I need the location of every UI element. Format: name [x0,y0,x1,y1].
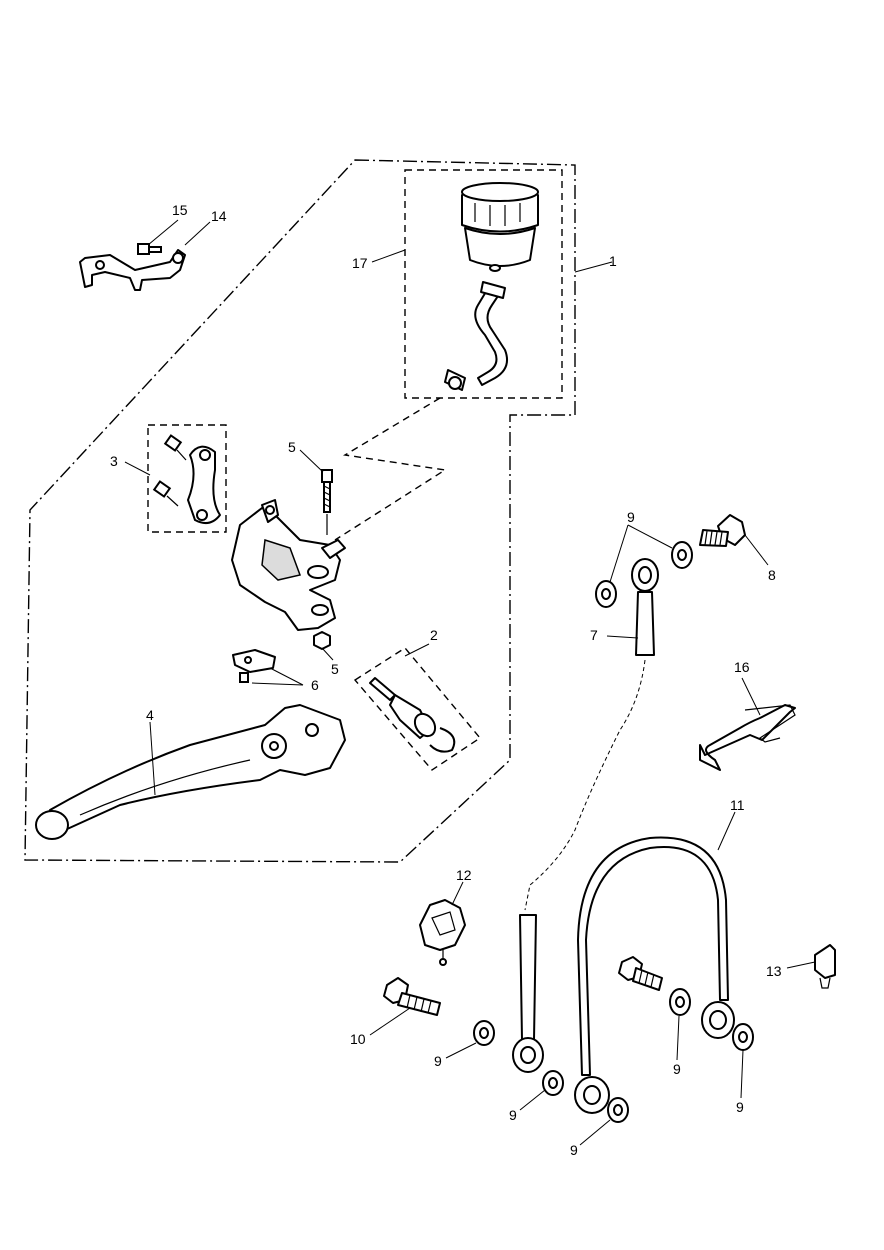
banjo-bolt-upper[interactable] [699,514,746,547]
callout-9-d: 9 [673,1061,681,1077]
sealing-washer-lower-d[interactable] [669,988,691,1016]
callout-9-top: 9 [627,509,635,525]
callout-9-e: 9 [736,1099,744,1115]
callout-8: 8 [768,567,776,583]
callout-17: 17 [352,255,368,271]
sealing-washer-lower-e[interactable] [732,1023,754,1051]
leader-lines [124,219,816,1146]
callout-11: 11 [730,797,745,813]
bracket-screw[interactable] [137,243,162,255]
brake-hose-middle[interactable] [512,914,544,1073]
clamp-subassembly-box [147,424,227,533]
brake-hose-lower[interactable] [574,836,735,1114]
clamp-screw-upper[interactable] [163,434,187,461]
callout-12: 12 [456,867,472,883]
sealing-washer-upper-right[interactable] [671,541,693,569]
master-cylinder-body[interactable] [231,499,346,631]
brake-lever[interactable] [35,704,346,840]
callout-14: 14 [211,208,227,224]
sealing-washer-lower-b[interactable] [542,1070,564,1096]
handlebar-clamp[interactable] [187,445,221,525]
callout-2: 2 [430,627,438,643]
reservoir-hose[interactable] [444,281,508,391]
callout-16: 16 [734,659,750,675]
hose-routing-line [334,397,447,541]
callout-4: 4 [146,707,154,723]
pivot-nut[interactable] [313,631,331,650]
callout-13: 13 [766,963,782,979]
reservoir-subassembly-box [404,169,563,399]
callout-10: 10 [350,1031,366,1047]
hose-clip[interactable] [699,704,796,771]
banjo-bolt-lower-right[interactable] [618,956,663,991]
sealing-washer-upper-left[interactable] [595,580,617,608]
callout-6: 6 [311,677,319,693]
callout-9-a: 9 [434,1053,442,1069]
banjo-bolt-lower-left[interactable] [383,977,441,1016]
piston-kit[interactable] [369,677,456,753]
hose-retaining-clip[interactable] [419,899,466,966]
pivot-bolt[interactable] [321,469,333,535]
callout-1: 1 [609,253,617,269]
bleed-fitting[interactable] [814,944,836,989]
callout-15: 15 [172,202,188,218]
callout-5-upper: 5 [288,439,296,455]
clamp-screw-lower[interactable] [152,480,179,507]
callout-3: 3 [110,453,118,469]
sealing-washer-lower-c[interactable] [607,1097,629,1123]
callout-9-c: 9 [570,1142,578,1158]
mounting-bracket[interactable] [79,249,186,291]
piston-kit-box [353,647,482,771]
fluid-reservoir[interactable] [461,182,539,272]
callout-9-b: 9 [509,1107,517,1123]
brake-switch[interactable] [232,649,276,683]
brake-hose-upper[interactable] [524,558,659,911]
callout-5-lower: 5 [331,661,339,677]
callout-7: 7 [590,627,598,643]
sealing-washer-lower-a[interactable] [473,1020,495,1046]
assembly-boundary [24,159,576,863]
